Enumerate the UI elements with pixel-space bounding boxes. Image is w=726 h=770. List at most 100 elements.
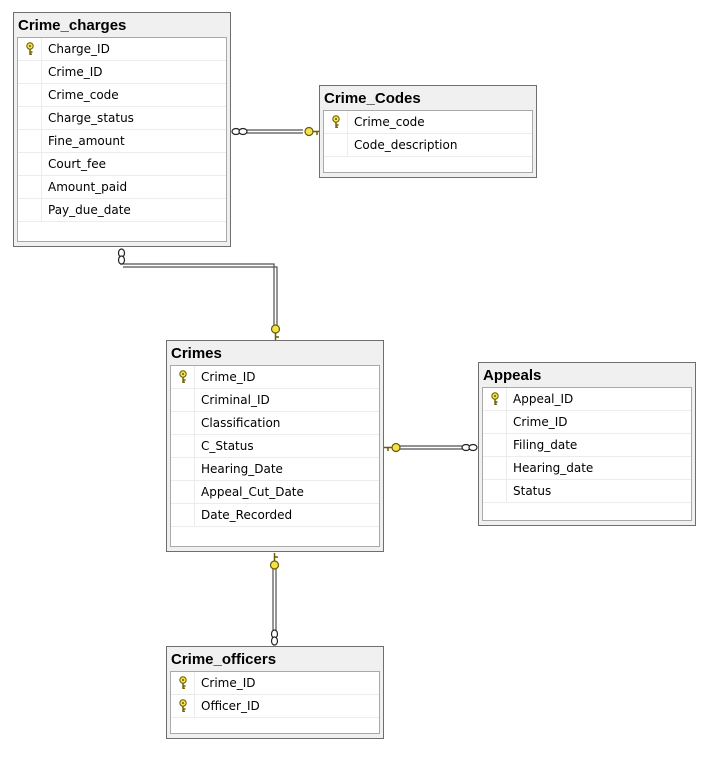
column-row[interactable]: Charge_status (18, 107, 226, 130)
column-name: Amount_paid (48, 180, 128, 194)
column-name: Appeal_ID (513, 392, 574, 406)
key-cell (18, 130, 42, 152)
key-cell (171, 412, 195, 434)
key-end-icon (384, 442, 401, 453)
column-row[interactable]: Charge_ID (18, 38, 226, 61)
key-cell (171, 458, 195, 480)
key-cell (483, 388, 507, 410)
column-name: Crime_ID (201, 370, 256, 384)
column-row[interactable]: Date_Recorded (171, 504, 379, 527)
column-name: Status (513, 484, 552, 498)
column-name: Crime_code (48, 88, 119, 102)
column-name: Date_Recorded (201, 508, 293, 522)
key-end-icon (269, 553, 280, 570)
column-row[interactable]: Pay_due_date (18, 199, 226, 222)
column-row[interactable]: C_Status (171, 435, 379, 458)
column-row[interactable]: Hearing_date (483, 457, 691, 480)
column-list: Crime_ID Officer_ID (170, 671, 380, 734)
key-cell (171, 481, 195, 503)
key-cell (171, 435, 195, 457)
column-row[interactable]: Crime_ID (171, 366, 379, 389)
primary-key-icon (177, 676, 189, 690)
table-title: Crimes (171, 345, 222, 362)
table-crime-officers[interactable]: Crime_officers Crime_ID Officer_ID (166, 646, 384, 739)
column-name: Crime_ID (201, 676, 256, 690)
primary-key-icon (177, 699, 189, 713)
column-row[interactable]: Crime_ID (171, 672, 379, 695)
infinity-icon (270, 629, 279, 646)
column-row[interactable]: Appeal_ID (483, 388, 691, 411)
infinity-icon (231, 127, 248, 136)
key-cell (483, 457, 507, 479)
column-row[interactable]: Crime_ID (18, 61, 226, 84)
column-name: C_Status (201, 439, 254, 453)
column-row[interactable]: Appeal_Cut_Date (171, 481, 379, 504)
key-cell (171, 504, 195, 526)
column-name: Filing_date (513, 438, 578, 452)
table-title: Crime_charges (18, 17, 127, 34)
column-name: Crime_code (354, 115, 425, 129)
column-name: Appeal_Cut_Date (201, 485, 304, 499)
column-row[interactable]: Crime_ID (483, 411, 691, 434)
key-end-icon (270, 324, 281, 341)
column-row[interactable]: Court_fee (18, 153, 226, 176)
infinity-icon (117, 248, 126, 265)
column-name: Hearing_Date (201, 462, 283, 476)
key-cell (18, 176, 42, 198)
key-cell (171, 695, 195, 717)
column-name: Crime_ID (48, 65, 103, 79)
table-crimes[interactable]: Crimes Crime_ID Criminal_ID Classification… (166, 340, 384, 552)
relationship-charges-crimes[interactable] (117, 248, 281, 341)
column-name: Criminal_ID (201, 393, 270, 407)
key-cell (324, 134, 348, 156)
key-cell (171, 672, 195, 694)
primary-key-icon (330, 115, 342, 129)
key-cell (18, 84, 42, 106)
column-name: Crime_ID (513, 415, 568, 429)
column-row[interactable]: Classification (171, 412, 379, 435)
column-row[interactable]: Amount_paid (18, 176, 226, 199)
infinity-icon (461, 443, 478, 452)
relationship-officers-crimes[interactable] (269, 553, 280, 646)
key-cell (324, 111, 348, 133)
column-name: Charge_ID (48, 42, 110, 56)
table-crime-charges[interactable]: Crime_charges Charge_ID Crime_ID Crime_cod… (13, 12, 231, 247)
key-cell (171, 389, 195, 411)
column-name: Fine_amount (48, 134, 125, 148)
table-title: Crime_Codes (324, 90, 421, 107)
relationship-charges-codes[interactable] (231, 126, 320, 137)
key-cell (483, 411, 507, 433)
column-row[interactable]: Filing_date (483, 434, 691, 457)
column-row[interactable]: Hearing_Date (171, 458, 379, 481)
column-row[interactable]: Crime_code (18, 84, 226, 107)
key-cell (483, 434, 507, 456)
column-name: Code_description (354, 138, 458, 152)
column-row[interactable]: Status (483, 480, 691, 503)
column-name: Officer_ID (201, 699, 260, 713)
key-cell (18, 38, 42, 60)
column-row[interactable]: Officer_ID (171, 695, 379, 718)
key-cell (483, 480, 507, 502)
column-name: Hearing_date (513, 461, 594, 475)
column-row[interactable]: Criminal_ID (171, 389, 379, 412)
primary-key-icon (177, 370, 189, 384)
column-row[interactable]: Crime_code (324, 111, 532, 134)
column-name: Pay_due_date (48, 203, 131, 217)
primary-key-icon (489, 392, 501, 406)
key-cell (18, 199, 42, 221)
column-row[interactable]: Code_description (324, 134, 532, 157)
column-row[interactable]: Fine_amount (18, 130, 226, 153)
column-name: Classification (201, 416, 281, 430)
table-title: Crime_officers (171, 651, 277, 668)
relationship-appeals-crimes[interactable] (384, 442, 478, 453)
key-cell (18, 153, 42, 175)
column-name: Charge_status (48, 111, 134, 125)
key-end-icon (304, 126, 320, 137)
